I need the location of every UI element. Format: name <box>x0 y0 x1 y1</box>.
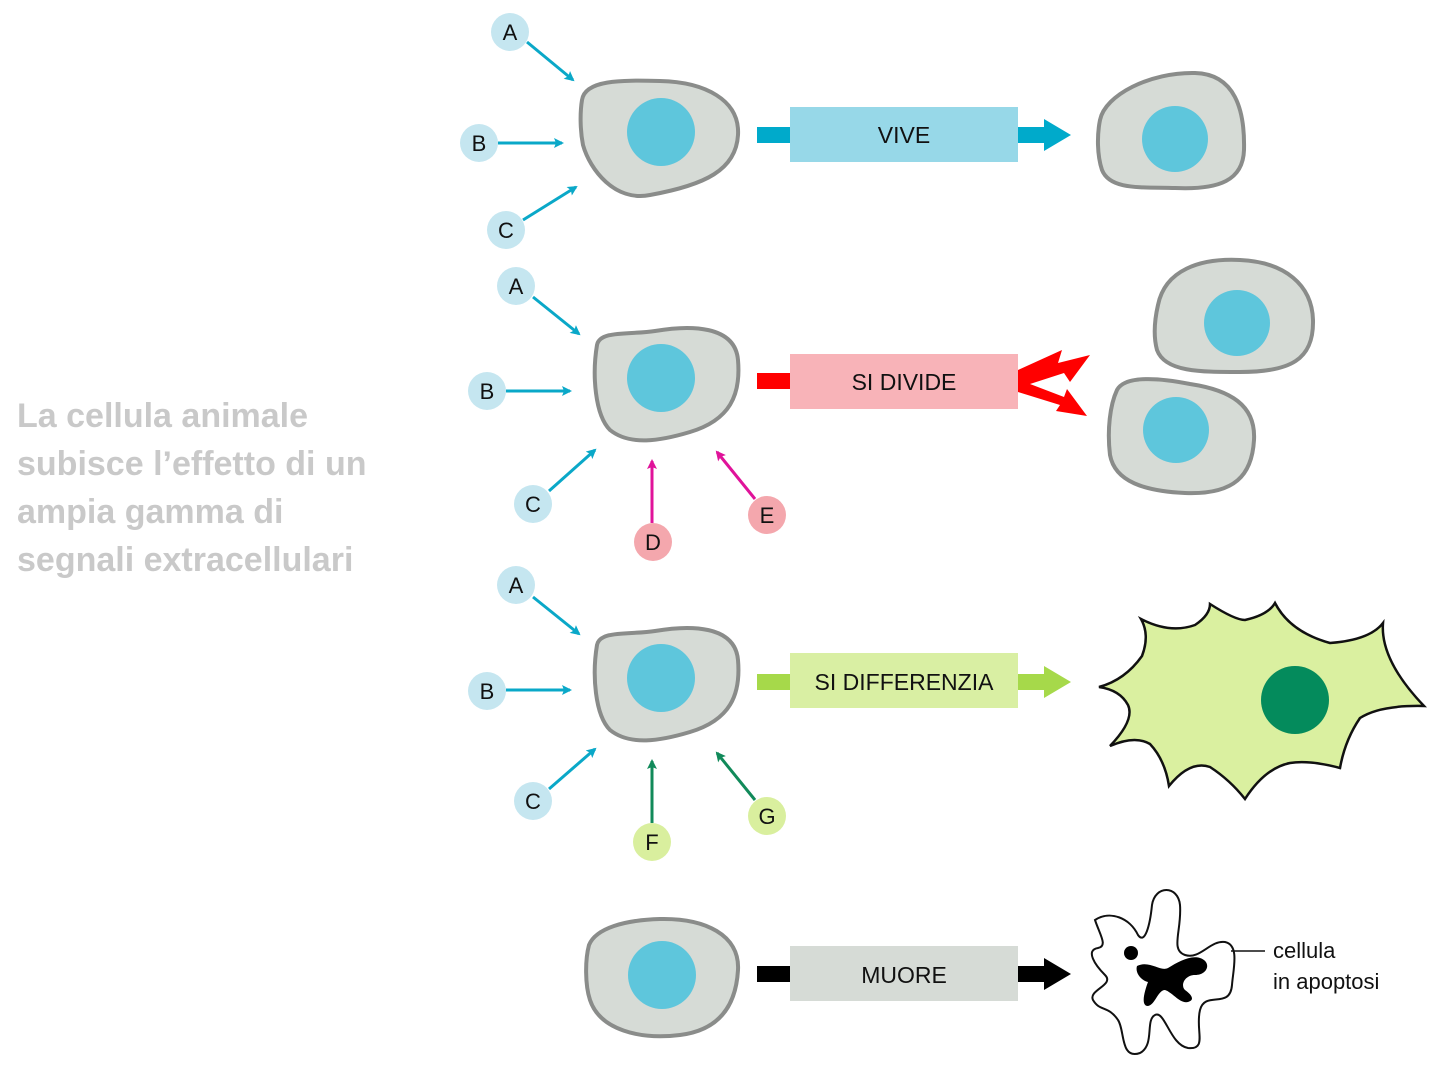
signal-label: A <box>503 20 518 45</box>
signal-label: C <box>525 789 541 814</box>
signal-c: C <box>487 185 578 249</box>
signal-label: A <box>509 573 524 598</box>
cell-nucleus <box>627 344 695 412</box>
signal-circle <box>633 823 671 861</box>
outcome-si-differenzia: SI DIFFERENZIA <box>757 653 1071 708</box>
arrow-head <box>1018 958 1071 990</box>
apoptosis-label-line-1: cellula <box>1273 938 1336 963</box>
outcome-label: MUORE <box>861 962 947 988</box>
signal-circle <box>514 782 552 820</box>
outcome-label: SI DIFFERENZIA <box>815 669 995 695</box>
cell <box>578 78 741 198</box>
cell-nucleus <box>1143 397 1209 463</box>
apoptosis-label-line-2: in apoptosi <box>1273 969 1379 994</box>
signal-g: G <box>715 751 786 835</box>
cell-nucleus <box>627 98 695 166</box>
outcome-vive: VIVE <box>757 107 1071 162</box>
signal-label: B <box>472 131 487 156</box>
signal-circle <box>460 124 498 162</box>
signal-label: B <box>480 679 495 704</box>
signal-label: A <box>509 274 524 299</box>
signal-e: E <box>715 450 786 534</box>
outcome-box <box>790 354 1018 409</box>
outcome-label: SI DIVIDE <box>852 369 957 395</box>
outcome-label: VIVE <box>878 122 930 148</box>
signal-label: G <box>758 804 775 829</box>
signal-circle <box>468 672 506 710</box>
signal-circle <box>634 523 672 561</box>
signal-b: B <box>460 124 564 162</box>
signal-arrow <box>526 40 575 82</box>
signal-arrow <box>532 295 581 336</box>
signal-circle <box>491 13 529 51</box>
signal-circle <box>497 566 535 604</box>
signal-circle <box>748 496 786 534</box>
caption-text: La cellula animale subisce l’effetto di … <box>17 392 447 584</box>
signal-f: F <box>633 759 671 861</box>
signal-c: C <box>514 747 597 820</box>
cell-nucleus <box>628 941 696 1009</box>
signal-arrow <box>522 185 578 222</box>
caption-line-2: subisce l’effetto di un <box>17 445 367 483</box>
cell-nucleus <box>1261 666 1329 734</box>
outcome-box <box>790 107 1018 162</box>
outcome-muore: MUORE <box>757 946 1071 1001</box>
cell <box>592 626 741 743</box>
signal-arrow <box>715 450 757 500</box>
signal-arrow <box>715 751 757 801</box>
signal-label: C <box>498 218 514 243</box>
signal-label: F <box>645 830 658 855</box>
caption-line-3: ampia gamma di <box>17 493 284 531</box>
result-cell-top <box>1152 257 1316 375</box>
arrow-tail <box>757 127 791 143</box>
cell <box>592 326 741 443</box>
signal-label: D <box>645 530 661 555</box>
signal-label: E <box>760 503 775 528</box>
split-arrow <box>1018 350 1090 416</box>
outcome-si-divide: SI DIVIDE <box>757 350 1090 416</box>
row-si-divide: A B C D E SI DIVIDE <box>468 257 1316 561</box>
signal-a: A <box>491 13 575 82</box>
arrow-tail <box>757 674 791 690</box>
signal-d: D <box>634 459 672 561</box>
signal-arrow <box>548 747 597 791</box>
outcome-box <box>790 653 1018 708</box>
signal-circle <box>514 485 552 523</box>
signal-a: A <box>497 267 581 336</box>
caption-line-4: segnali extracellulari <box>17 541 354 579</box>
nuclear-fragment <box>1136 957 1208 1006</box>
cell-nucleus <box>627 644 695 712</box>
signal-circle <box>748 797 786 835</box>
signal-b: B <box>468 372 572 410</box>
differentiated-cell <box>1098 600 1427 802</box>
nuclear-fragment <box>1124 946 1138 960</box>
result-cell <box>1095 70 1247 191</box>
row-muore: MUORE cellula in apoptosi <box>584 889 1379 1055</box>
row-si-differenzia: A B C F G SI DIFFER <box>468 566 1427 861</box>
result-cell-bottom <box>1106 377 1257 496</box>
signal-arrow <box>532 595 581 636</box>
cell-nucleus <box>1204 290 1270 356</box>
signal-label: C <box>525 492 541 517</box>
row-vive: A B C VIVE <box>460 13 1247 249</box>
arrow-tail <box>757 373 791 389</box>
cell <box>584 916 741 1039</box>
arrow-head <box>1018 666 1071 698</box>
signal-a: A <box>497 566 581 636</box>
signal-circle <box>487 211 525 249</box>
signal-c: C <box>514 448 597 523</box>
caption-line-1: La cellula animale <box>17 397 309 435</box>
apoptotic-cell: cellula in apoptosi <box>1090 889 1379 1055</box>
outcome-box <box>790 946 1018 1001</box>
arrow-tail <box>757 966 791 982</box>
signal-circle <box>468 372 506 410</box>
signal-label: B <box>480 379 495 404</box>
signal-arrow <box>548 448 597 493</box>
signal-b: B <box>468 672 572 710</box>
signal-circle <box>497 267 535 305</box>
arrow-head <box>1018 119 1071 151</box>
cell-nucleus <box>1142 106 1208 172</box>
